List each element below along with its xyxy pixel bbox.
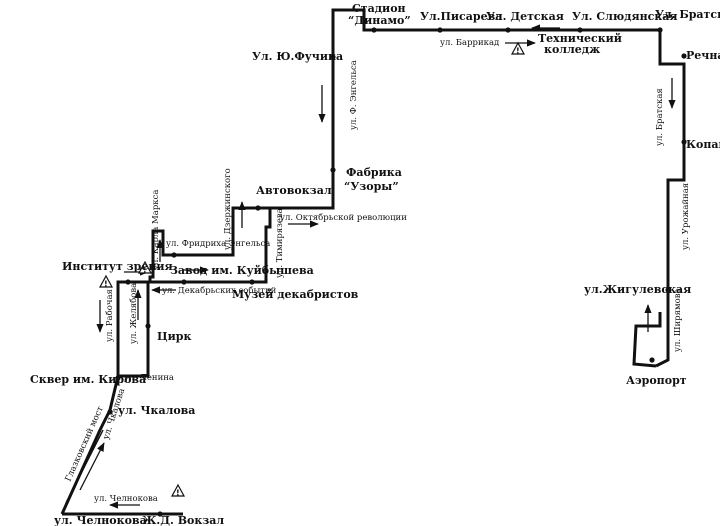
stop-label-tsirk: Цирк	[157, 330, 191, 343]
svg-text:!: !	[104, 280, 108, 289]
stop-label-tech: колледж	[544, 43, 600, 56]
warning-icon: !	[510, 41, 526, 56]
stop-dot-uzory	[330, 167, 336, 173]
street-label-bratskaya: ул. Братская	[655, 88, 665, 146]
stop-dot-dinamo	[371, 27, 377, 33]
street-label-dzerzhinskogo: ул. Дзержинского	[223, 168, 233, 250]
svg-text:!: !	[143, 266, 147, 275]
stop-label-kopay: Копай	[686, 138, 720, 151]
stop-label-slyudyanskaya: Ул. Слюдянская	[572, 10, 678, 23]
stop-label-chelnokova: ул. Челнокова	[54, 514, 147, 526]
street-label-shiryamova: ул. Ширямова	[673, 288, 683, 352]
stop-label-pisareva: Ул.Писарева	[420, 10, 502, 23]
street-label-karla-marksa: ул. Карла Маркса	[151, 190, 161, 270]
stop-label-chkalova: ул. Чкалова	[118, 404, 195, 417]
stop-label-avtovokzal: Автовокзал	[256, 184, 332, 197]
stop-dot-pisareva	[437, 27, 443, 33]
stop-label-bratskaya: Ул. Братская	[655, 8, 720, 21]
stop-dot-zavod	[171, 252, 177, 258]
stop-dot-tsirk	[145, 323, 151, 329]
stop-dot-bratskaya	[657, 27, 663, 33]
route-line-lower-loop	[118, 282, 150, 378]
street-label-oktyabr: ул. Октябрьской революции	[280, 212, 407, 223]
arrow-glazkovsky	[79, 442, 105, 491]
street-label-dekabr: ул. Декабрьских событий	[162, 285, 277, 296]
warning-icon: !	[137, 260, 153, 275]
street-label-glazkovsky: Глазковский мост	[64, 405, 106, 484]
stop-label-uzory: “Узоры”	[344, 180, 399, 193]
stop-label-uzory: Фабрика	[346, 166, 402, 179]
stop-label-zhd: Ж.Д. Вокзал	[142, 514, 224, 526]
stop-label-dinamo: Стадион	[352, 2, 406, 15]
stop-label-zhiguli: ул.Жигулевская	[584, 283, 691, 296]
route-line	[60, 8, 686, 515]
stop-dot-rechnaya	[681, 53, 687, 59]
stop-label-zavod: Завод им. Куйбышева	[170, 264, 314, 277]
stop-dot-skver	[115, 375, 121, 381]
stop-dot-muzey	[249, 279, 255, 285]
street-label-rabochaya: ул. Рабочая	[104, 289, 115, 342]
stop-label-airport: Аэропорт	[626, 374, 687, 387]
street-label-engelsa-f: ул. Ф. Энгельса	[349, 60, 359, 130]
stop-label-dinamo: “Динамо”	[348, 14, 411, 27]
glazkovsky-bridge	[65, 429, 104, 504]
stop-label-institut: Институт зрения	[62, 260, 173, 273]
stop-label-skver: Сквер им. Кирова	[30, 373, 146, 386]
stop-label-muzey: Музей декабристов	[232, 288, 359, 301]
stop-dots	[107, 27, 687, 517]
stop-dot-institut	[125, 279, 131, 285]
stop-label-fuchika: Ул. Ю.Фучика	[252, 50, 343, 63]
stop-dot-zhiguli	[665, 287, 671, 293]
street-label-engelsa-fr: ул. Фридриха Энгельса	[166, 239, 270, 249]
warning-icon: !	[170, 483, 186, 498]
stop-label-tech: Технический	[538, 32, 622, 45]
stop-dot-airport	[649, 357, 655, 363]
stop-dot-fuchika	[330, 54, 336, 60]
svg-text:!: !	[176, 489, 180, 498]
stop-dot-detskaya	[505, 27, 511, 33]
street-label-chelnokova: ул. Челнокова	[94, 494, 158, 504]
route-line-airport-loop	[632, 312, 662, 368]
svg-text:!: !	[516, 47, 520, 56]
stop-label-detskaya: Ул. Детская	[486, 10, 564, 23]
stop-label-rechnaya: Речная	[686, 49, 720, 62]
stop-dot-kopay	[681, 139, 687, 145]
stop-dot-avtovokzal	[255, 205, 261, 211]
street-label-zhelyabova: ул. Желябова	[128, 283, 139, 344]
street-label-timiryazeva: ул. Тимирязева	[275, 208, 285, 278]
direction-arrows	[79, 24, 676, 509]
stop-dot-zhd	[157, 511, 163, 517]
street-label-lenina: ул. Ленина	[124, 373, 174, 383]
warning-icon: !	[98, 274, 114, 289]
stop-dot-chkalova	[107, 409, 113, 415]
street-label-urozhaynaya: ул. Урожайная	[681, 183, 691, 250]
stop-dot-slyudyanskaya	[577, 27, 583, 33]
stop-dot-muzey-2	[181, 279, 187, 285]
street-label-barrikad: ул. Баррикад	[440, 38, 499, 48]
